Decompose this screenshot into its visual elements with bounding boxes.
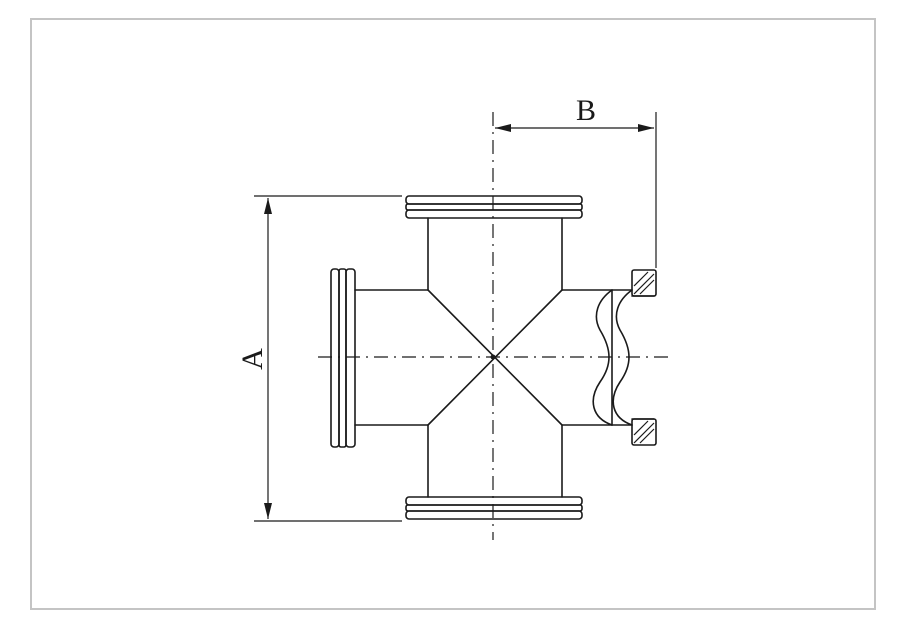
right-flange-section [592,269,657,446]
dimension-a: A [236,195,402,522]
dimension-a-arrow-bottom [264,503,272,519]
dimension-b: B [495,94,657,268]
cross-body [354,217,613,498]
bottom-flange [405,496,583,520]
dimension-b-arrow-right [638,124,654,132]
dimension-b-arrow-left [495,124,511,132]
dimension-b-label: B [576,94,596,127]
center-point [490,354,496,360]
top-flange [405,195,583,219]
left-flange [330,268,356,448]
dimension-a-arrow-top [264,198,272,214]
dimension-a-label: A [236,348,269,370]
center-lines [318,112,668,540]
